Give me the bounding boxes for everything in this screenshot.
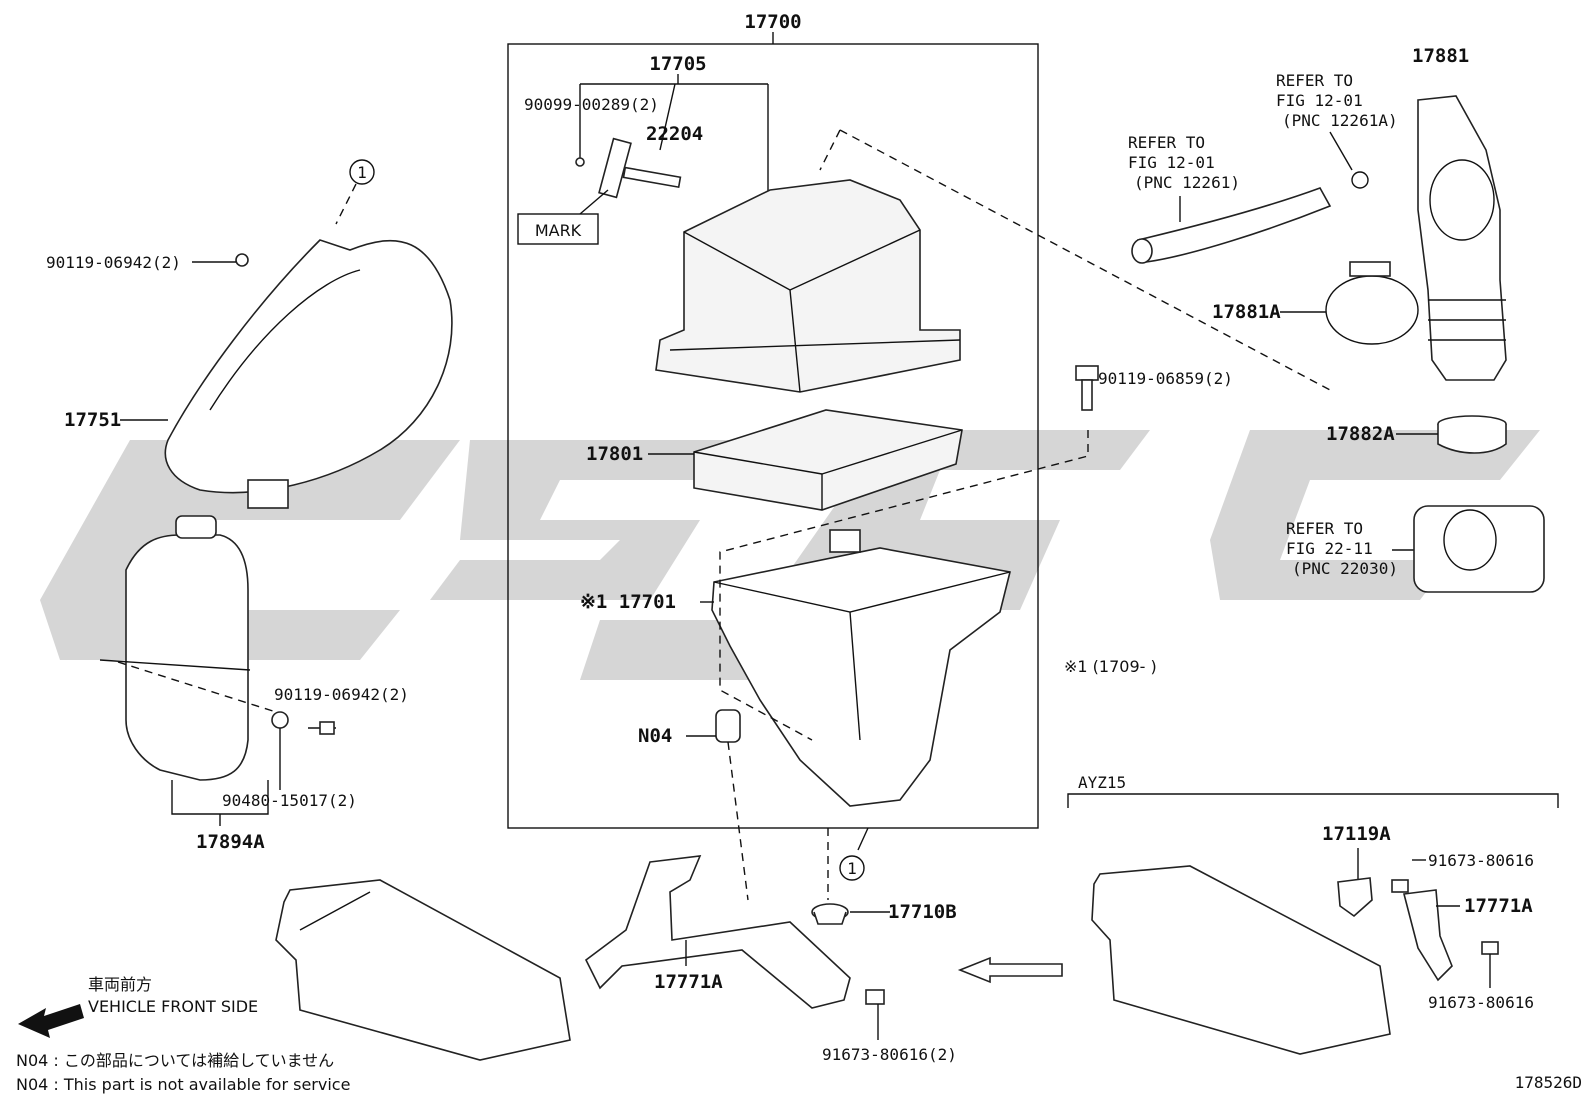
refer2-line1: REFER TO [1128,133,1205,152]
refer-block-3: REFER TO FIG 22-11 (PNC 22030) [1286,519,1398,578]
refer-block-2: REFER TO FIG 12-01 (PNC 12261) [1128,133,1240,192]
refer1-line3: (PNC 12261A) [1282,111,1398,130]
bracket-17771a-right [1402,889,1453,982]
label-91673-r2: 91673-80616 [1428,993,1534,1012]
refer3-line2: FIG 22-11 [1286,539,1373,558]
label-90099: 90099-00289(2) [524,95,659,114]
front-label-en: VEHICLE FRONT SIDE [88,997,258,1016]
label-17881: 17881 [1412,45,1469,67]
label-91673-r1: 91673-80616 [1428,851,1534,870]
body-panel-right [1091,865,1391,1055]
air-filter [693,409,963,511]
refer2-line3: (PNC 12261) [1134,173,1240,192]
refer1-line1: REFER TO [1276,71,1353,90]
variant-bracket [1067,793,1559,808]
air-duct [164,239,453,509]
label-17801: 17801 [586,443,643,465]
air-cleaner-cap [655,179,961,393]
circle-1-lower: 1 [847,859,857,878]
label-17119a: 17119A [1322,823,1391,845]
label-17882a: 17882A [1326,423,1395,445]
label-90119-a: 90119-06942(2) [46,253,181,272]
figure-number: 178526D [1515,1073,1582,1092]
n04-part [715,709,741,743]
air-cleaner-case [711,529,1011,807]
label-91673-center: 91673-80616(2) [822,1045,957,1064]
refer3-line3: (PNC 22030) [1292,559,1398,578]
note-jp: N04 : この部品については補給していません [16,1051,334,1070]
label-17881a: 17881A [1212,301,1281,323]
refer3-line1: REFER TO [1286,519,1363,538]
hose [1131,187,1332,264]
intake-hose [1417,95,1507,381]
assembly-label: 17700 [744,11,801,33]
label-90119-c: 90119-06859(2) [1098,369,1233,388]
direction-arrow [957,956,1063,984]
label-17710b: 17710B [888,901,957,923]
refer2-line2: FIG 12-01 [1128,153,1215,172]
mark-label: MARK [535,221,582,240]
assembly-box: 17700 [507,11,1039,829]
label-90480: 90480-15017(2) [222,791,357,810]
reservoir-tank [99,515,251,781]
front-label-jp: 車両前方 [88,975,152,994]
clamp-17882a [1437,415,1507,454]
refer1-line2: FIG 12-01 [1276,91,1363,110]
label-17771a-right: 17771A [1464,895,1533,917]
bracket-17771a-center [584,855,851,1009]
front-arrow [18,1004,84,1038]
label-17771a-center: 17771A [654,971,723,993]
bracket-17119a [1337,877,1373,918]
label-n04: N04 [638,725,672,747]
serial-note: ※1 (1709- ) [1064,657,1157,676]
circle-1-upper: 1 [357,163,367,182]
label-90119-b: 90119-06942(2) [274,685,409,704]
label-ayz15: AYZ15 [1078,773,1126,792]
label-22204: 22204 [646,123,703,145]
label-17701: ※1 17701 [580,591,676,613]
mark-box: MARK [517,189,609,245]
note-en: N04 : This part is not available for ser… [16,1075,350,1094]
label-17751: 17751 [64,409,121,431]
label-17894a: 17894A [196,831,265,853]
throttle-body [1413,505,1545,593]
grommet-17710b [811,903,849,925]
airflow-sensor [575,137,682,199]
refer-block-1: REFER TO FIG 12-01 (PNC 12261A) [1276,71,1398,130]
body-panel-left [275,879,571,1061]
label-17705: 17705 [649,53,706,75]
leader-17705 [579,74,769,200]
clamp-17881a [1325,261,1419,345]
